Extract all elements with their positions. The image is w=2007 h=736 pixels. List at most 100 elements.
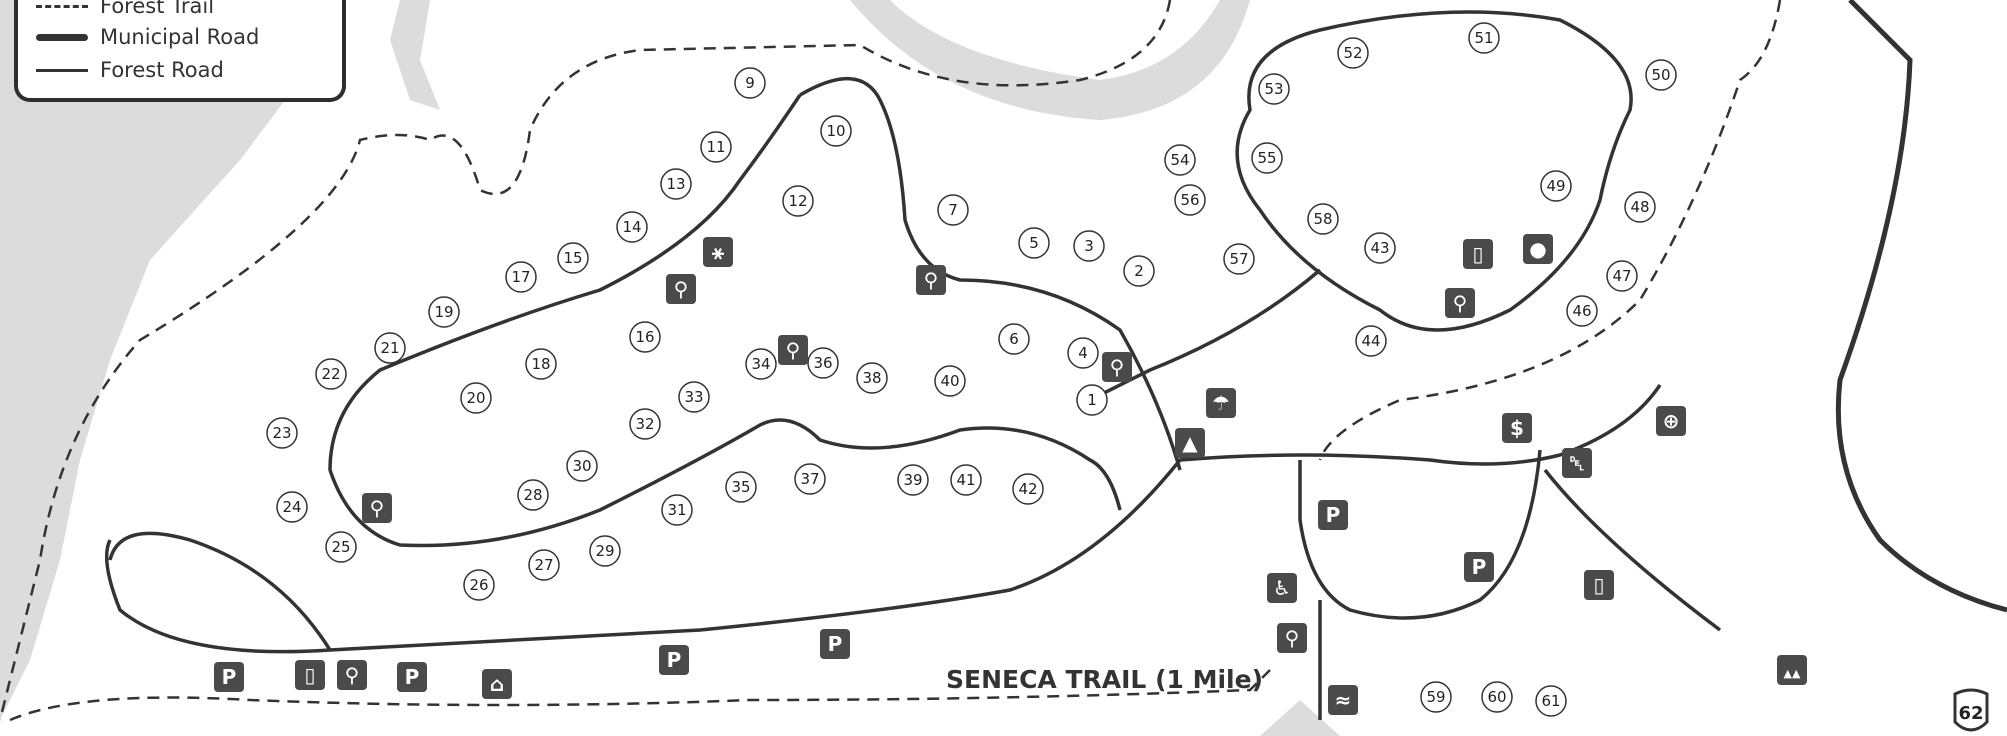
campsite-marker: 47 [1606,260,1638,292]
water-tap-icon: ⚲ [1277,623,1307,653]
campsite-circle [557,242,589,274]
campsite-marker: 13 [660,168,692,200]
campsite-circle [528,549,560,581]
campsite-circle [745,348,777,380]
campsite-circle [1012,473,1044,505]
campsite-marker: 28 [517,479,549,511]
water-tap-icon: ⚲ [1102,352,1132,382]
restroom-icon: ⚹ [703,237,733,267]
route-shield-number: 62 [1958,703,1983,724]
campsite-marker: 24 [276,491,308,523]
campsite-number: 52 [1343,44,1362,62]
svg-text:♿: ♿ [1273,576,1291,600]
privy-icon: ▯ [1584,570,1614,600]
picnic-table-icon: ⌂ [482,669,512,699]
campsite-marker: 42 [1012,473,1044,505]
water-tap-icon: ⚲ [1445,288,1475,318]
campsite-circle [1355,325,1387,357]
campsite-number: 20 [466,389,485,407]
campsite-marker: 58 [1307,203,1339,235]
campsite-marker: 55 [1251,142,1283,174]
campsite-number: 4 [1078,344,1088,362]
P-icon: P [214,662,244,692]
campsite-number: 14 [622,218,641,236]
campsite-marker: 25 [325,531,357,563]
tents-icon: ▲▲ [1777,655,1807,685]
svg-text:▯: ▯ [304,663,315,687]
campsite-number: 60 [1487,688,1506,706]
campsite-circle [807,347,839,379]
campsite-marker: 18 [525,348,557,380]
svg-text:▲▲: ▲▲ [1784,667,1801,680]
campsite-marker: 52 [1337,37,1369,69]
campsite-marker: 23 [266,417,298,449]
campsite-marker: 19 [428,296,460,328]
rv-dump-icon: ⊕ [1656,406,1686,436]
campsite-marker: 51 [1468,22,1500,54]
campsite-marker: 12 [782,185,814,217]
campsite-number: 15 [563,249,582,267]
parking-loop [1298,449,1542,620]
svg-text:⚲: ⚲ [1453,291,1468,315]
svg-text:⚹: ⚹ [712,240,724,264]
svg-text:☂: ☂ [1212,391,1230,415]
campsite-circle [1481,681,1513,713]
campsite-number: 38 [862,369,881,387]
campsite-number: 58 [1313,210,1332,228]
campsite-circle [1067,337,1099,369]
campsite-circle [1420,681,1452,713]
campsite-marker: 6 [998,323,1030,355]
legend-item-municipal-road: Municipal Road [36,25,259,49]
campsite-circle [1540,170,1572,202]
svg-text:P: P [828,632,843,656]
svg-text:⚲: ⚲ [786,338,801,362]
campsite-circle [1307,203,1339,235]
campsite-circle [897,464,929,496]
campsite-marker: 36 [807,347,839,379]
campsite-circle [315,358,347,390]
campsite-number: 22 [321,365,340,383]
P-icon: P [659,645,689,675]
P-icon: P [1464,552,1494,582]
campsite-marker: 59 [1420,681,1452,713]
campsite-circle [1164,144,1196,176]
campsite-number: 43 [1370,239,1389,257]
campsite-marker: 30 [566,450,598,482]
legend-label: Forest Trail [100,0,215,18]
campsite-marker: 49 [1540,170,1572,202]
water-tap-icon: ⚲ [666,274,696,304]
campsite-number: 42 [1018,480,1037,498]
terrain-top-river [390,0,440,110]
campsite-marker: 44 [1355,325,1387,357]
campsite-marker: 15 [557,242,589,274]
loop-west [108,531,332,651]
campsite-marker: 4 [1067,337,1099,369]
campsite-circle [505,261,537,293]
svg-text:⌂: ⌂ [490,672,504,696]
campsite-marker: 60 [1481,681,1513,713]
boat-launch-icon: ≈ [1328,685,1358,715]
campsite-marker: 39 [897,464,929,496]
campsite-circle [1223,243,1255,275]
campsite-marker: 41 [950,464,982,496]
campsite-number: 53 [1264,80,1283,98]
campsite-number: 24 [282,498,301,516]
svg-text:▯: ▯ [1593,573,1604,597]
campsite-marker: 38 [856,362,888,394]
campsite-number: 12 [788,192,807,210]
campsite-circle [1535,685,1567,717]
campsite-marker: 53 [1258,73,1290,105]
campsite-circle [566,450,598,482]
basketball-icon: ● [1523,234,1553,264]
campsite-marker: 3 [1073,230,1105,262]
forest-road-symbol [36,68,88,72]
campsite-marker: 21 [374,332,406,364]
route-shield: 62 [1953,688,1989,732]
campsite-number: 2 [1134,262,1144,280]
campsite-circle [998,323,1030,355]
campsite-circle [934,365,966,397]
campsite-circle [589,535,621,567]
